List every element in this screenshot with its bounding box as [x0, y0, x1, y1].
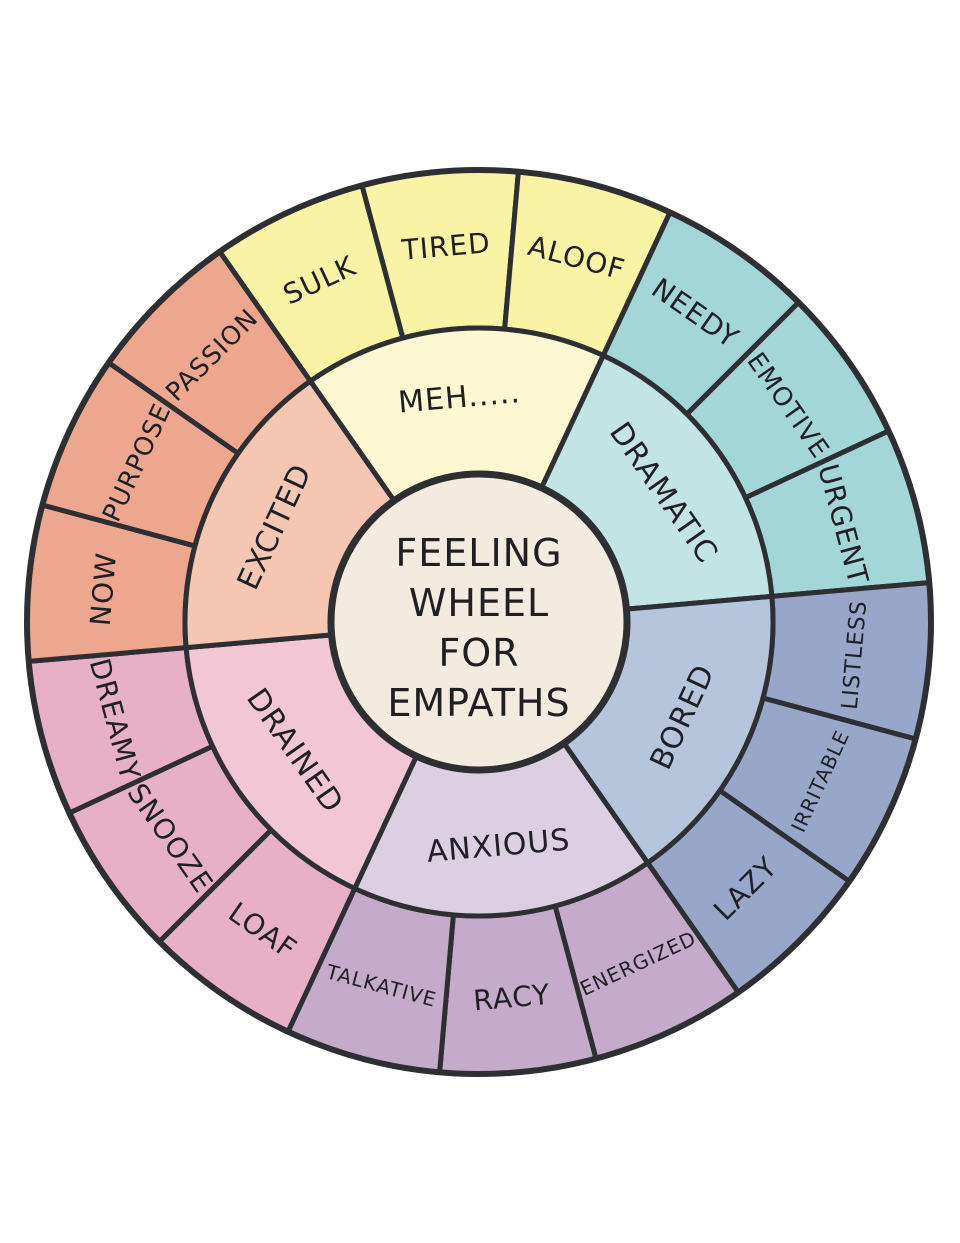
wheel-center: FEELING WHEEL FOR EMPATHS: [327, 470, 631, 774]
inner-ring: [182, 325, 776, 919]
outer-ring: [24, 167, 934, 1077]
feeling-label-racy: RACY: [472, 978, 552, 1018]
feeling-label-now: NOW: [84, 551, 123, 627]
center-title-line-3: FOR: [438, 631, 519, 675]
center-title-line-4: EMPATHS: [387, 681, 570, 725]
center-circle: [327, 470, 631, 774]
center-title-line-1: FEELING: [395, 531, 562, 575]
wheel-outer-rim: [24, 167, 934, 1077]
center-title-line-2: WHEEL: [409, 581, 549, 625]
feeling-label-tired: TIRED: [399, 226, 492, 267]
